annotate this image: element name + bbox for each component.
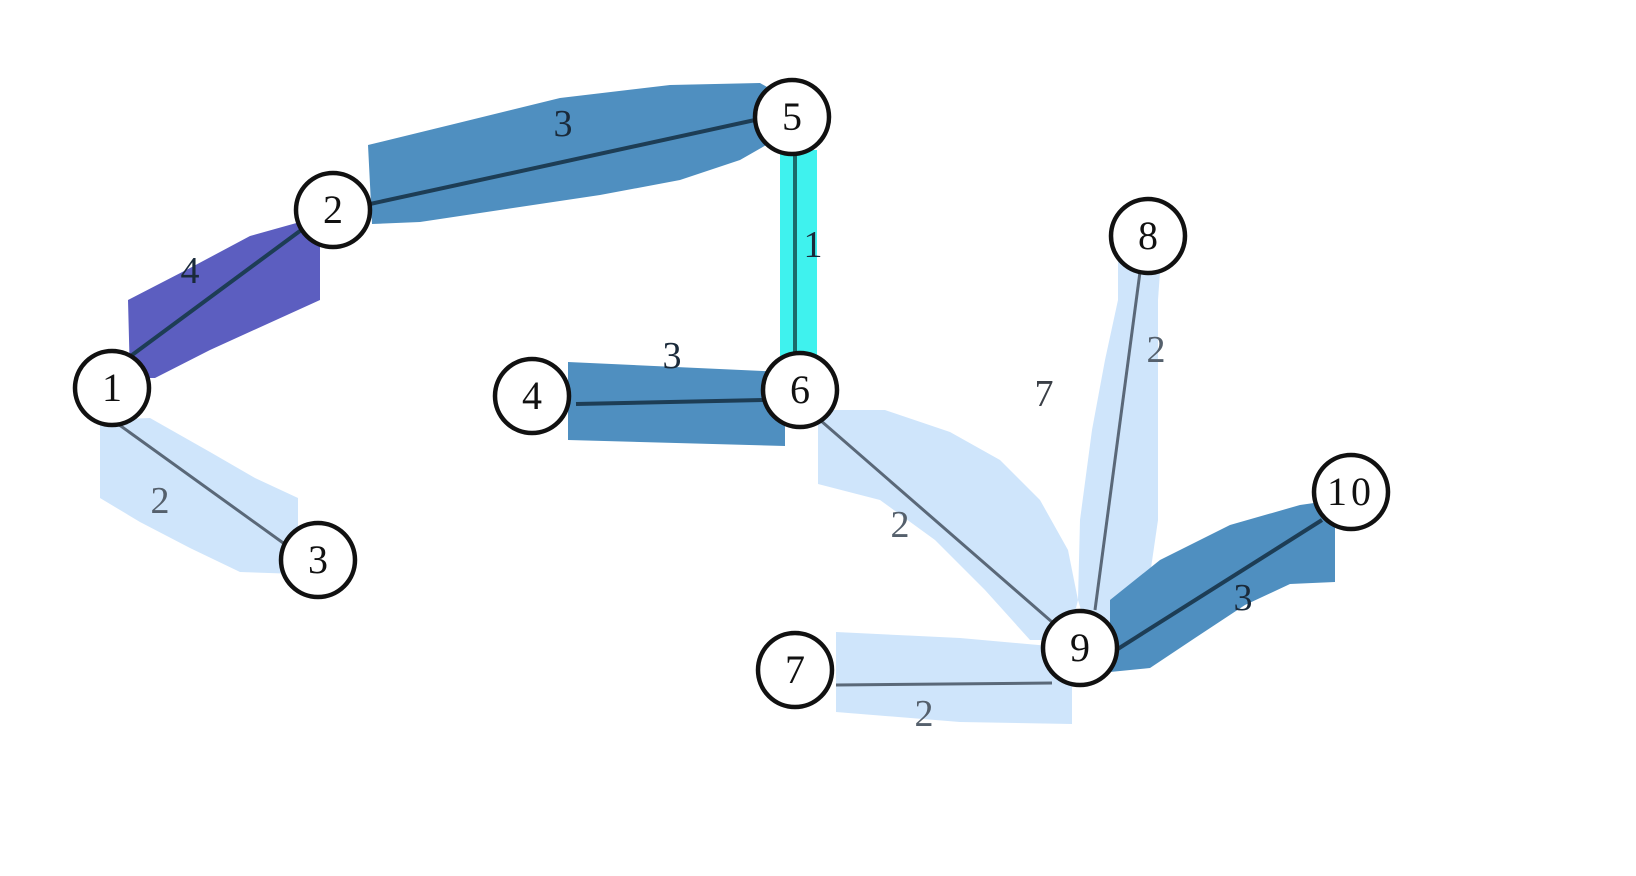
- weights-layer: 4 3 1 2 3 2 2 3 2 7: [151, 103, 1253, 735]
- edge-weight-7-9: 2: [915, 693, 934, 735]
- edge-highlight-9-10: [1110, 500, 1335, 672]
- node-4: 4: [492, 356, 572, 436]
- nodes-layer: 1 2 3 4 5 6 7 8 9 10: [72, 77, 1391, 710]
- edge-highlight-8-9: [1078, 244, 1162, 640]
- node-label-1: 1: [102, 365, 122, 410]
- edge-1-3: [117, 422, 287, 547]
- node-label-6: 6: [790, 367, 810, 412]
- node-circle-7: [755, 630, 835, 710]
- node-label-4: 4: [522, 373, 542, 418]
- edge-8-9: [1093, 271, 1142, 611]
- edge-6-9: [819, 418, 1053, 624]
- node-7: 7: [755, 630, 835, 710]
- edge-highlight-1-2: [128, 222, 320, 378]
- node-9: 9: [1040, 608, 1120, 688]
- node-label-10: 10: [1327, 469, 1375, 514]
- node-circle-3: [278, 520, 358, 600]
- node-1: 1: [72, 348, 152, 428]
- node-8: 8: [1108, 196, 1188, 276]
- node-5: 5: [752, 77, 832, 157]
- edge-9-10: [1111, 518, 1324, 654]
- edge-1-2: [126, 223, 310, 360]
- node-label-3: 3: [308, 537, 328, 582]
- node-2: 2: [293, 170, 373, 250]
- edge-highlight-5-6: [780, 150, 817, 370]
- node-10: 10: [1311, 452, 1391, 532]
- node-circle-4: [492, 356, 572, 436]
- edge-weight-2-5: 3: [554, 103, 573, 145]
- node-circle-2: [293, 170, 373, 250]
- node-3: 3: [278, 520, 358, 600]
- edge-weight-4-6: 3: [663, 335, 682, 377]
- edge-weight-9-10: 3: [1234, 577, 1253, 619]
- edge-weight-8-9: 2: [1147, 329, 1166, 371]
- node-circle-9: [1040, 608, 1120, 688]
- node-label-8: 8: [1138, 213, 1158, 258]
- edge-2-5: [369, 118, 756, 206]
- node-6: 6: [760, 350, 840, 430]
- edges-layer: [117, 118, 1324, 687]
- node-circle-8: [1108, 196, 1188, 276]
- highlight-layer: [100, 83, 1335, 724]
- node-label-2: 2: [323, 187, 343, 232]
- node-circle-6: [760, 350, 840, 430]
- node-label-7: 7: [785, 647, 805, 692]
- edge-weight-5-6: 1: [804, 224, 823, 266]
- edge-highlight-4-6: [568, 362, 785, 446]
- node-circle-1: [72, 348, 152, 428]
- edge-highlight-7-9: [836, 632, 1072, 724]
- node-label-9: 9: [1070, 625, 1090, 670]
- edge-highlight-6-9: [818, 410, 1078, 640]
- node-circle-10: [1311, 452, 1391, 532]
- edge-weight-6-9: 2: [891, 504, 910, 546]
- edge-weight-1-3: 2: [151, 480, 170, 522]
- node-label-5: 5: [782, 94, 802, 139]
- edge-7-9: [835, 681, 1053, 687]
- edge-highlight-1-3: [100, 418, 298, 574]
- edge-highlight-2-5: [368, 83, 790, 224]
- floating-weight-label: 7: [1035, 373, 1054, 415]
- node-circle-5: [752, 77, 832, 157]
- edge-4-6: [575, 398, 764, 406]
- edge-weight-1-2: 4: [181, 250, 200, 292]
